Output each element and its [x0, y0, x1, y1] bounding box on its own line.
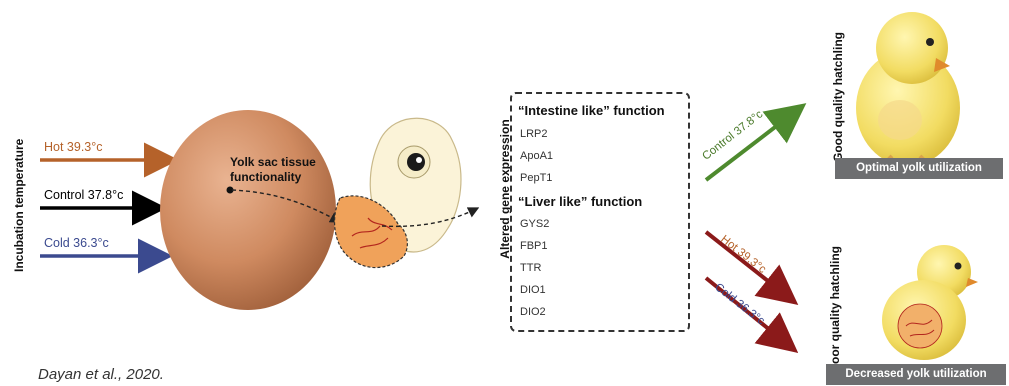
hot-label: Hot 39.3°c	[44, 140, 103, 154]
poor-chick-illustration	[882, 245, 978, 360]
liver-heading: “Liver like” function	[518, 194, 642, 209]
poor-quality-label: Poor quality hatchling	[828, 234, 842, 384]
gene-dio1: DIO1	[520, 284, 546, 296]
gene-lrp2: LRP2	[520, 128, 548, 140]
gene-pept1: PepT1	[520, 172, 552, 184]
cold-label: Cold 36.3°c	[44, 236, 109, 250]
intestine-heading: “Intestine like” function	[518, 103, 665, 118]
control-label: Control 37.8°c	[44, 188, 123, 202]
good-quality-label: Good quality hatchling	[831, 22, 845, 172]
gene-dio2: DIO2	[520, 306, 546, 318]
gene-gys2: GYS2	[520, 218, 549, 230]
citation: Dayan et al., 2020.	[38, 366, 164, 383]
gene-apoa1: ApoA1	[520, 150, 553, 162]
good-chick-illustration	[856, 12, 960, 166]
decreased-yolk-banner: Decreased yolk utilization	[826, 364, 1006, 385]
embryo-illustration	[335, 118, 461, 267]
yolk-sac-label: Yolk sac tissue functionality	[230, 155, 342, 185]
gene-ttr: TTR	[520, 262, 541, 274]
optimal-yolk-banner: Optimal yolk utilization	[835, 158, 1003, 179]
gene-fbp1: FBP1	[520, 240, 548, 252]
egg-illustration	[160, 110, 336, 310]
incubation-axis-label: Incubation temperature	[12, 142, 26, 272]
